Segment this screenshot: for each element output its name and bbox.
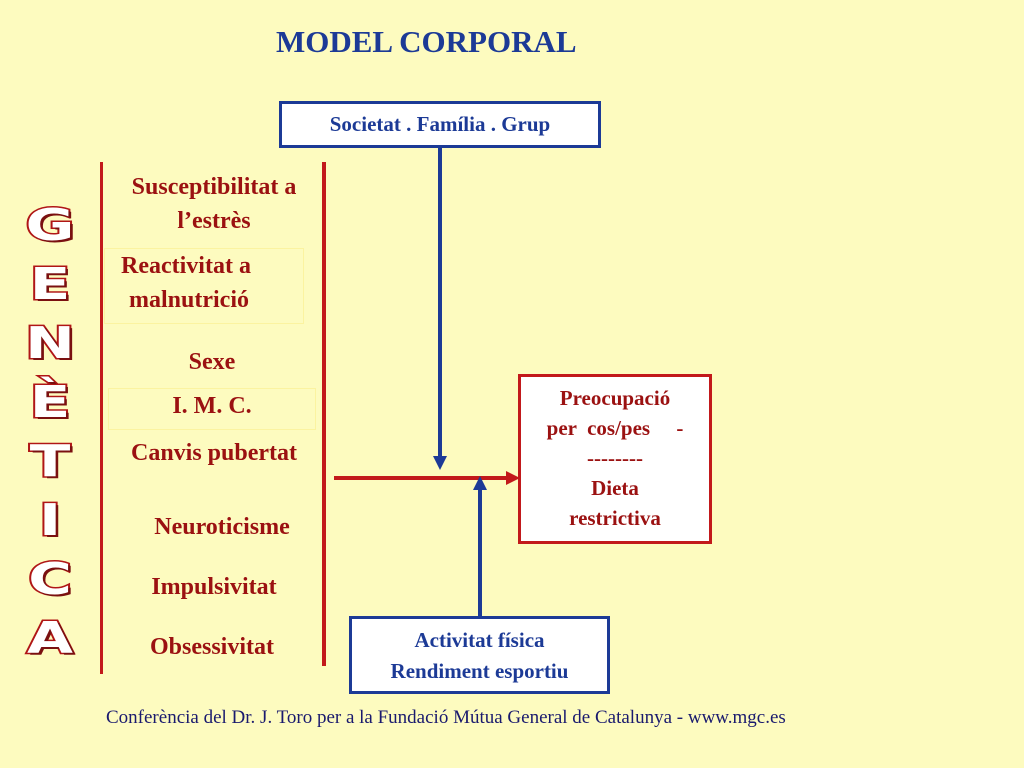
genetica-letter: C [26, 553, 74, 607]
genetica-letter: È [28, 376, 73, 430]
outcome-line: Dieta [591, 476, 639, 500]
genetica-vertical-label: G E N È T I C A [20, 196, 80, 668]
factor-label: Susceptibilitat a [131, 174, 297, 200]
factor-label: malnutrició [129, 287, 249, 313]
genetica-letter: G [24, 199, 77, 253]
genetica-letter: N [23, 317, 77, 371]
slide-title: MODEL CORPORAL [276, 24, 577, 59]
factor-label: Reactivitat a [121, 253, 251, 279]
factor-susceptibilitat: Susceptibilitat a l’estrès [108, 170, 320, 238]
factor-obsessivitat: Obsessivitat [110, 630, 314, 664]
factor-label: Impulsivitat [151, 574, 277, 600]
genetica-letter: E [28, 258, 73, 312]
arrow-activity-to-center [473, 476, 487, 616]
factor-neuroticisme: Neuroticisme [120, 510, 324, 544]
factor-sexe: Sexe [150, 345, 274, 379]
outcome-line: Preocupació [559, 386, 671, 410]
outcome-line: restrictiva [569, 506, 661, 530]
factors-bracket-right [322, 162, 326, 666]
activity-box: Activitat física Rendiment esportiu [349, 616, 610, 694]
outcome-line: per cos/pes - [546, 416, 684, 440]
factor-impulsivitat: Impulsivitat [112, 570, 316, 604]
activity-line: Activitat física [414, 628, 545, 652]
footer-credit: Conferència del Dr. J. Toro per a la Fun… [106, 707, 786, 728]
factor-reactivitat: Reactivitat a malnutrició [104, 248, 304, 324]
arrow-society-to-center [433, 148, 447, 470]
outcome-line: -------- [587, 446, 643, 470]
factor-label: l’estrès [177, 208, 251, 234]
activity-line: Rendiment esportiu [390, 659, 569, 683]
factor-label: I. M. C. [172, 393, 252, 419]
arrow-factors-to-outcome [334, 471, 520, 485]
genetica-bracket-left [100, 162, 103, 674]
factor-label: Neuroticisme [154, 514, 290, 540]
factor-label: Canvis pubertat [130, 440, 298, 466]
factor-canvis-pubertat: Canvis pubertat [108, 436, 320, 470]
genetica-letter: A [25, 612, 75, 666]
factor-label: Sexe [188, 349, 236, 375]
factor-label: Obsessivitat [149, 634, 274, 660]
genetica-letter: I [37, 494, 63, 548]
society-family-group-box: Societat . Família . Grup [279, 101, 601, 148]
outcome-box: Preocupació per cos/pes - -------- Dieta… [518, 374, 712, 544]
genetica-letter: T [28, 435, 73, 489]
factor-imc: I. M. C. [108, 388, 316, 430]
